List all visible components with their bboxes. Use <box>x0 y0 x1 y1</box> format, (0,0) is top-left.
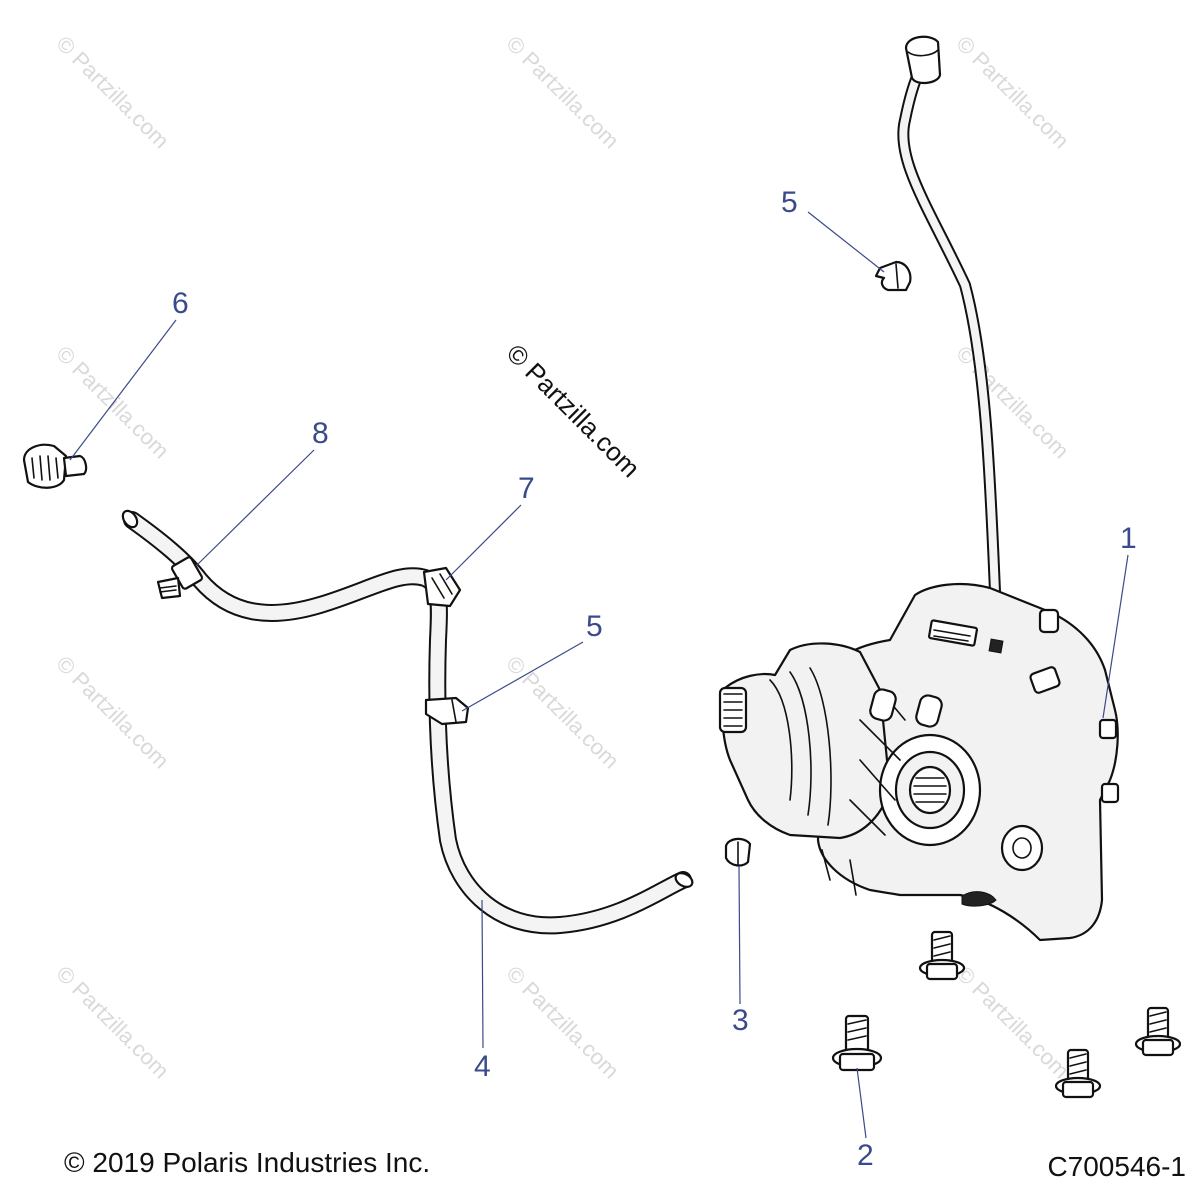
callout-7: 7 <box>518 472 535 505</box>
watermark-text: © Partzilla.com <box>501 651 624 774</box>
part-7-clamp <box>422 566 462 608</box>
leader-5b <box>461 641 584 712</box>
watermark-text: © Partzilla.com <box>51 651 174 774</box>
vent-cap-icon <box>904 35 942 85</box>
bolt-icon <box>918 930 966 981</box>
callout-labels: 1 2 3 4 5 5 6 7 8 <box>172 186 1137 1172</box>
upper-vent-tube <box>897 35 1001 598</box>
part-4-vent-hose <box>121 509 694 935</box>
part-3-ring <box>724 837 752 867</box>
leader-8 <box>195 449 315 567</box>
watermark-text: © Partzilla.com <box>951 31 1074 154</box>
drawing-number: C700546-1 <box>1047 1151 1186 1182</box>
part-1-gearcase <box>718 582 1120 942</box>
leader-2 <box>856 1067 867 1139</box>
callout-8: 8 <box>312 417 329 450</box>
leader-7 <box>445 504 522 581</box>
watermark-text: © Partzilla.com <box>951 961 1074 1084</box>
watermark-text: © Partzilla.com <box>501 31 624 154</box>
part-2-bolts <box>831 930 1182 1099</box>
callout-5-lower: 5 <box>586 610 603 643</box>
center-watermark: © Partzilla.com <box>501 338 646 483</box>
watermark-text: © Partzilla.com <box>951 341 1074 464</box>
callout-6: 6 <box>172 287 189 320</box>
part-6-vent-fitting <box>22 443 88 489</box>
bolt-icon <box>1054 1048 1102 1099</box>
leader-4 <box>481 899 484 1049</box>
watermark-text: © Partzilla.com <box>501 961 624 1084</box>
copyright-text: © 2019 Polaris Industries Inc. <box>64 1147 430 1178</box>
leader-6 <box>69 319 177 461</box>
callout-1: 1 <box>1120 522 1137 555</box>
part-8-clamp <box>156 556 204 600</box>
leader-1 <box>1102 554 1129 719</box>
leader-lines <box>69 211 1129 1139</box>
callout-2: 2 <box>857 1139 874 1172</box>
watermark-text: © Partzilla.com <box>51 341 174 464</box>
part-5-clip-upper <box>874 260 912 292</box>
leader-3 <box>738 865 741 1005</box>
callout-4: 4 <box>474 1050 491 1083</box>
bolt-icon <box>1134 1006 1182 1057</box>
part-5-clip-lower <box>424 696 470 726</box>
watermark-text: © Partzilla.com <box>51 961 174 1084</box>
watermark-text: © Partzilla.com <box>51 31 174 154</box>
callout-3: 3 <box>732 1004 749 1037</box>
callout-5-upper: 5 <box>781 186 798 219</box>
bolt-icon <box>831 1014 883 1072</box>
leader-5a <box>807 211 885 273</box>
